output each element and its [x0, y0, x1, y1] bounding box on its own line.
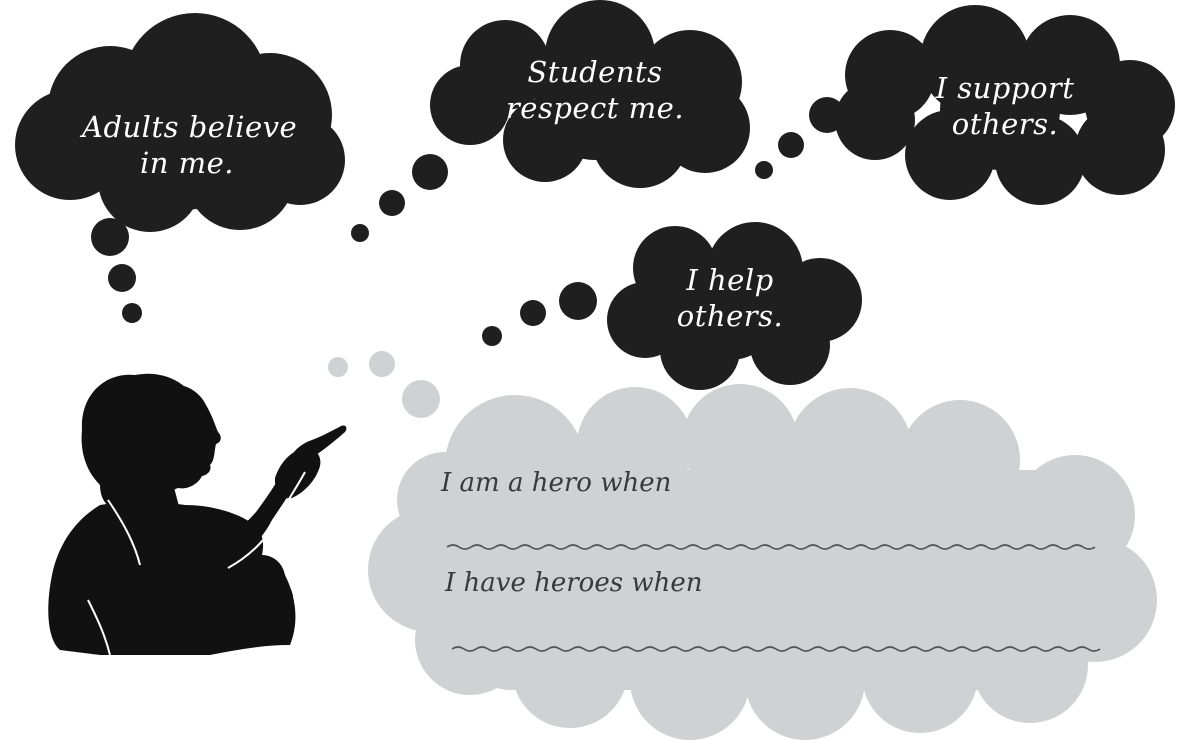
answer-cloud [368, 384, 1157, 740]
thought-text-help-line2: others. [676, 299, 784, 333]
thought-text-students-line2: respect me. [505, 91, 685, 125]
thought-cloud-help [607, 222, 862, 390]
write-line-heroes[interactable] [451, 646, 1101, 652]
prompt-heroes: I have heroes when [445, 568, 703, 598]
child-silhouette [48, 373, 347, 656]
thought-dots-students [351, 154, 448, 242]
prompt-hero: I am a hero when [441, 468, 672, 498]
answer-cloud-dots [328, 351, 440, 418]
thought-text-support: I support others. [910, 70, 1100, 142]
thought-dots-adults [91, 218, 142, 323]
thought-dots-support [755, 97, 845, 179]
thought-cloud-support [835, 5, 1175, 205]
thought-text-help-line1: I help [686, 263, 774, 297]
thought-cloud-adults [15, 13, 345, 232]
thought-text-adults-line2: in me. [139, 146, 235, 180]
thought-text-help: I help others. [650, 262, 810, 334]
thought-text-support-line1: I support [935, 71, 1075, 105]
thought-text-adults-line1: Adults believe [82, 110, 298, 144]
thought-text-support-line2: others. [951, 107, 1059, 141]
thought-text-students-line1: Students [527, 55, 663, 89]
thought-text-students: Students respect me. [500, 54, 690, 126]
thought-text-adults: Adults believe in me. [82, 109, 298, 181]
thought-dots-help [482, 282, 597, 346]
write-line-hero[interactable] [446, 544, 1096, 550]
thought-cloud-students [430, 0, 750, 188]
